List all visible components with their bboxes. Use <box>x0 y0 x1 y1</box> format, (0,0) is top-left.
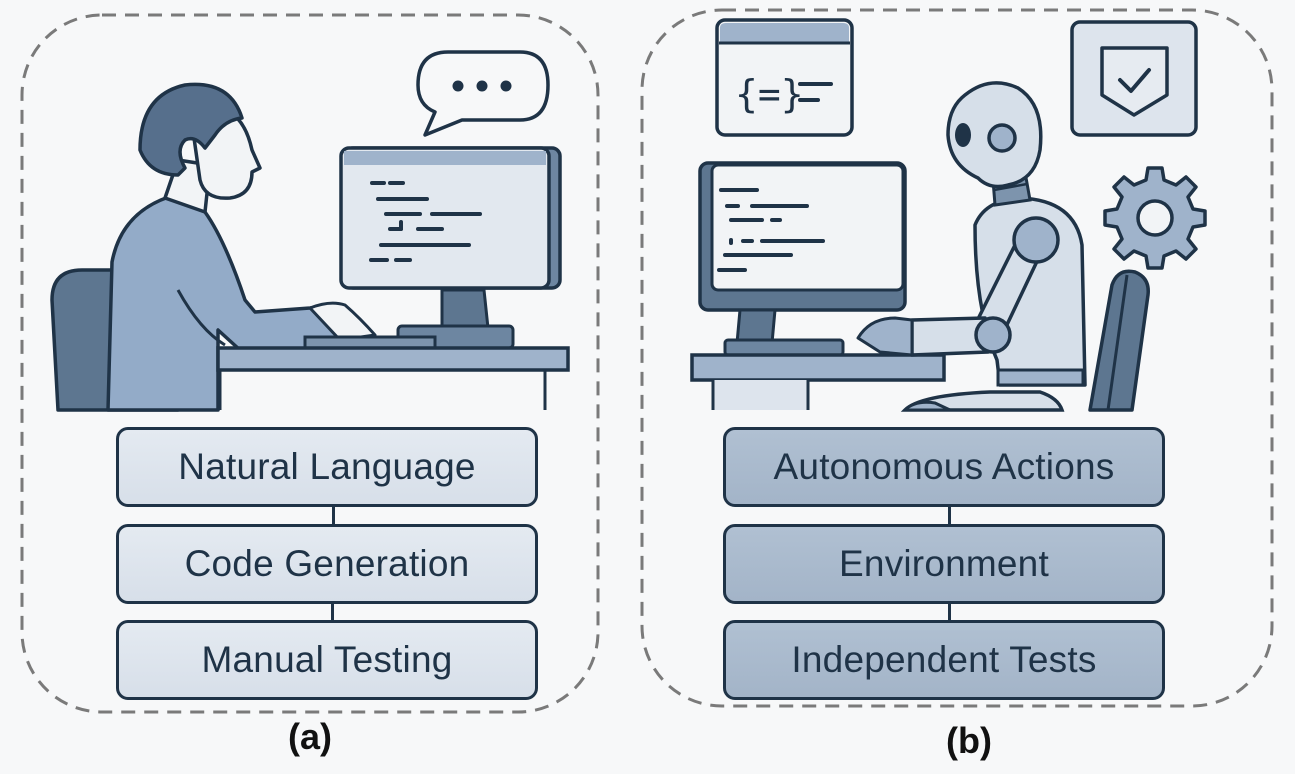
panel-a-border <box>20 13 600 714</box>
person-icon <box>106 82 377 412</box>
step-box-environment: Environment <box>723 524 1165 604</box>
svg-text:{=}: {=} <box>735 72 804 116</box>
panel-label-b: (b) <box>946 720 992 761</box>
step-box-independent-tests: Independent Tests <box>723 620 1165 700</box>
shield-check-icon <box>1070 20 1198 137</box>
code-window-icon: {=} <box>715 18 854 137</box>
step-box-natural-language: Natural Language <box>116 427 538 507</box>
connector-line <box>332 507 335 524</box>
desk-icon <box>216 335 570 410</box>
gear-icon <box>1103 166 1207 270</box>
speech-bubble-icon <box>416 50 550 137</box>
step-box-autonomous-actions: Autonomous Actions <box>723 427 1165 507</box>
panel-b-border <box>640 8 1274 708</box>
connector-line <box>948 604 951 620</box>
step-box-manual-testing: Manual Testing <box>116 620 538 700</box>
step-box-code-generation: Code Generation <box>116 524 538 604</box>
step-label: Independent Tests <box>791 639 1097 680</box>
step-label: Autonomous Actions <box>773 446 1115 487</box>
step-label: Code Generation <box>184 543 470 584</box>
step-label: Natural Language <box>178 446 476 487</box>
robot-icon <box>856 81 1087 412</box>
step-label: Manual Testing <box>201 639 453 680</box>
connector-line <box>331 604 334 620</box>
monitor-icon <box>698 161 907 357</box>
panel-label-a: (a) <box>288 716 332 757</box>
connector-line <box>948 507 951 524</box>
step-label: Environment <box>839 543 1049 584</box>
chair-icon <box>1088 269 1150 412</box>
monitor-icon <box>339 146 562 350</box>
desk-icon <box>690 353 946 410</box>
